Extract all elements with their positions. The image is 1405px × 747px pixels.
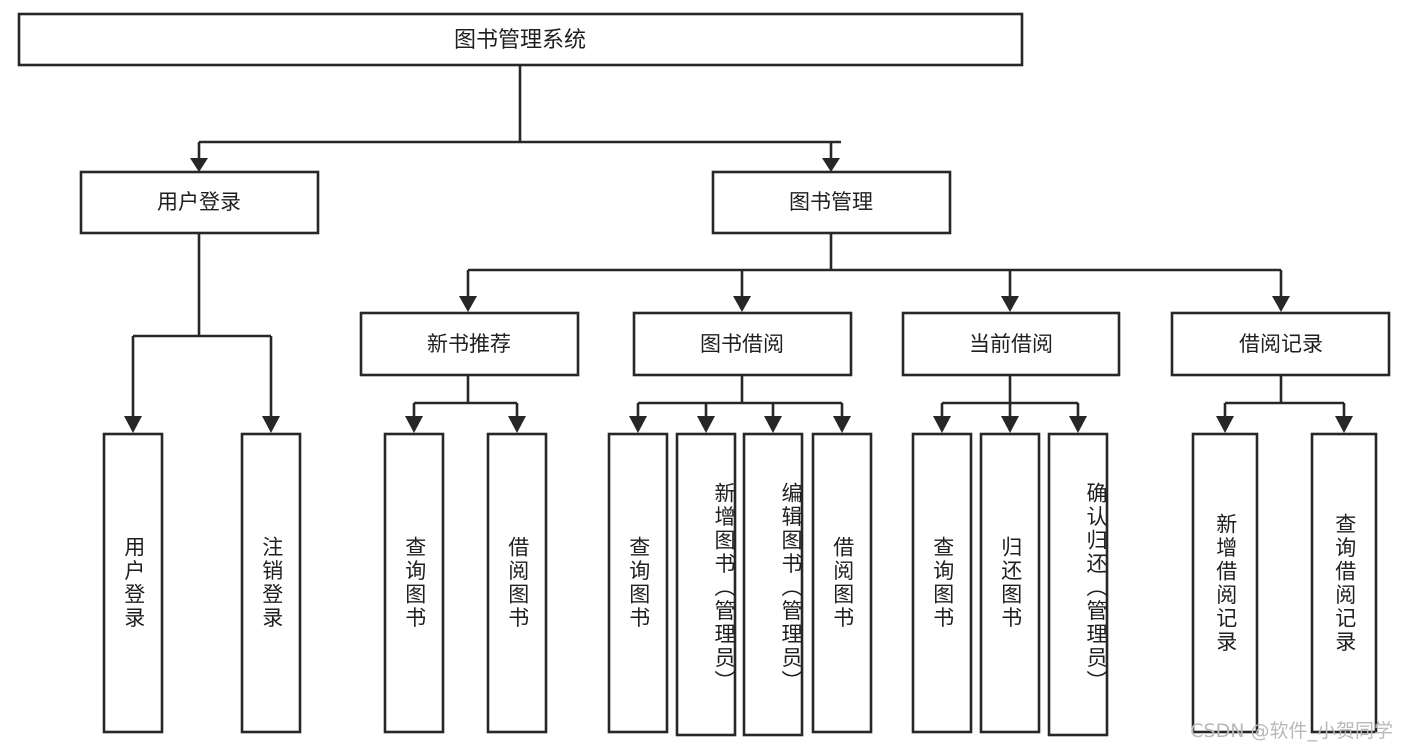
arrow-bm-to-borrow-record [1272, 296, 1290, 312]
leaf-box-new-book-rec-1[interactable] [486, 432, 548, 734]
leaf-box-book-borrow-2[interactable] [742, 432, 804, 737]
arrow-ul-to-leaf-2 [262, 416, 280, 433]
leaf-box-user-login-0[interactable] [102, 432, 164, 734]
leaf-box-new-book-rec-0[interactable] [383, 432, 445, 734]
arrow-ul-to-leaf-1 [124, 416, 142, 433]
node-user-login-label: 用户登录 [157, 190, 241, 214]
arrow-root-to-user-login [190, 158, 208, 172]
arrow-bb-to-leaf-1 [629, 416, 647, 433]
leaf-box-borrow-record-1[interactable] [1310, 432, 1378, 734]
node-book-borrow-label: 图书借阅 [700, 332, 784, 356]
leaf-box-current-borrow-1[interactable] [979, 432, 1041, 734]
node-book-manage[interactable]: 图书管理 [711, 170, 952, 235]
arrow-br-to-leaf-1 [1216, 416, 1234, 433]
node-new-book-rec[interactable]: 新书推荐 [359, 311, 580, 377]
node-book-borrow[interactable]: 图书借阅 [632, 311, 853, 377]
leaf-boxes-book-borrow [607, 432, 873, 737]
node-root-box[interactable] [17, 12, 1024, 67]
arrow-cb-to-leaf-1 [933, 416, 951, 433]
node-current-borrow-box[interactable] [901, 311, 1121, 377]
node-book-manage-box[interactable] [711, 170, 952, 235]
leaf-boxes-user-login [102, 432, 302, 734]
node-current-borrow-label: 当前借阅 [969, 332, 1053, 356]
arrow-br-to-leaf-2 [1335, 416, 1353, 433]
arrow-bb-to-leaf-4 [833, 416, 851, 433]
node-user-login[interactable]: 用户登录 [79, 170, 320, 235]
node-book-manage-label: 图书管理 [789, 190, 873, 214]
leaf-box-book-borrow-0[interactable] [607, 432, 669, 734]
arrow-nb-to-leaf-1 [405, 416, 423, 433]
node-borrow-record-label: 借阅记录 [1239, 332, 1323, 356]
node-current-borrow[interactable]: 当前借阅 [901, 311, 1121, 377]
leaf-boxes-new-book-rec [383, 432, 548, 734]
arrow-root-to-book-manage [822, 158, 840, 172]
leaf-box-current-borrow-0[interactable] [911, 432, 973, 734]
leaf-box-user-login-1[interactable] [240, 432, 302, 734]
leaf-boxes-borrow-record [1191, 432, 1378, 734]
leaf-box-book-borrow-1[interactable] [675, 432, 737, 737]
node-root-label: 图书管理系统 [454, 28, 586, 53]
arrow-cb-to-leaf-3 [1069, 416, 1087, 433]
leaf-box-borrow-record-0[interactable] [1191, 432, 1259, 734]
arrow-cb-to-leaf-2 [1001, 416, 1019, 433]
node-new-book-rec-label: 新书推荐 [427, 332, 511, 356]
node-book-borrow-box[interactable] [632, 311, 853, 377]
arrow-nb-to-leaf-2 [508, 416, 526, 433]
arrow-bb-to-leaf-2 [697, 416, 715, 433]
arrow-bb-to-leaf-3 [764, 416, 782, 433]
arrow-bm-to-book-borrow [733, 296, 751, 312]
node-borrow-record[interactable]: 借阅记录 [1170, 311, 1391, 377]
node-user-login-box[interactable] [79, 170, 320, 235]
leaf-box-book-borrow-3[interactable] [811, 432, 873, 734]
leaf-boxes-current-borrow [911, 432, 1109, 737]
connector-layer [124, 65, 1353, 433]
leaf-box-current-borrow-2[interactable] [1047, 432, 1109, 737]
node-new-book-rec-box[interactable] [359, 311, 580, 377]
arrow-bm-to-new-book [459, 296, 477, 312]
csdn-watermark: CSDN @软件_小贺同学 [1190, 720, 1393, 742]
node-root[interactable]: 图书管理系统 [17, 12, 1024, 67]
arrow-bm-to-current-borrow [1001, 296, 1019, 312]
node-borrow-record-box[interactable] [1170, 311, 1391, 377]
